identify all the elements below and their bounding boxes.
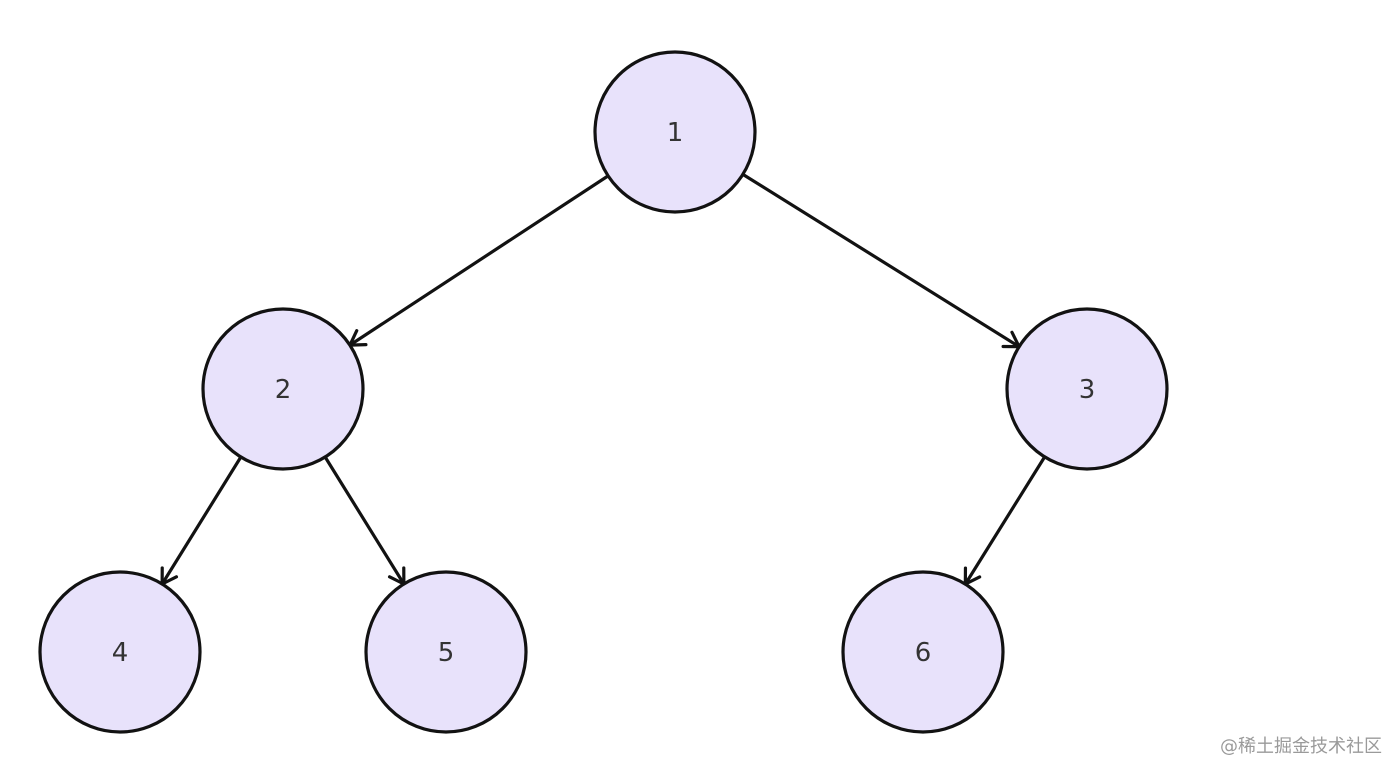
node-4: 4 (38, 570, 202, 734)
edges-layer (160, 172, 1047, 586)
edge-2-4 (160, 455, 243, 586)
edge-line-3-6 (963, 455, 1047, 586)
watermark-text: @稀土掘金技术社区 (1220, 736, 1382, 757)
node-circle-3 (1005, 307, 1169, 471)
node-label-1: 1 (667, 118, 684, 148)
nodes-layer: 1 2 3 4 5 6 (38, 50, 1169, 734)
edge-1-3 (741, 172, 1021, 349)
node-label-3: 3 (1079, 375, 1096, 405)
node-label-6: 6 (915, 638, 932, 668)
node-2: 2 (201, 307, 365, 471)
edge-line-1-3 (741, 172, 1021, 349)
edge-line-2-5 (323, 455, 406, 586)
node-circle-4 (38, 570, 202, 734)
node-circle-1 (593, 50, 757, 214)
node-3: 3 (1005, 307, 1169, 471)
node-1: 1 (593, 50, 757, 214)
node-5: 5 (364, 570, 528, 734)
node-circle-2 (201, 307, 365, 471)
node-label-5: 5 (438, 638, 455, 668)
node-label-2: 2 (275, 375, 292, 405)
edge-line-1-2 (348, 174, 610, 347)
edge-3-6 (963, 455, 1047, 586)
edge-2-5 (323, 455, 406, 586)
node-label-4: 4 (112, 638, 129, 668)
edge-line-2-4 (160, 455, 243, 586)
edge-1-2 (348, 174, 610, 347)
node-circle-6 (841, 570, 1005, 734)
node-6: 6 (841, 570, 1005, 734)
node-circle-5 (364, 570, 528, 734)
